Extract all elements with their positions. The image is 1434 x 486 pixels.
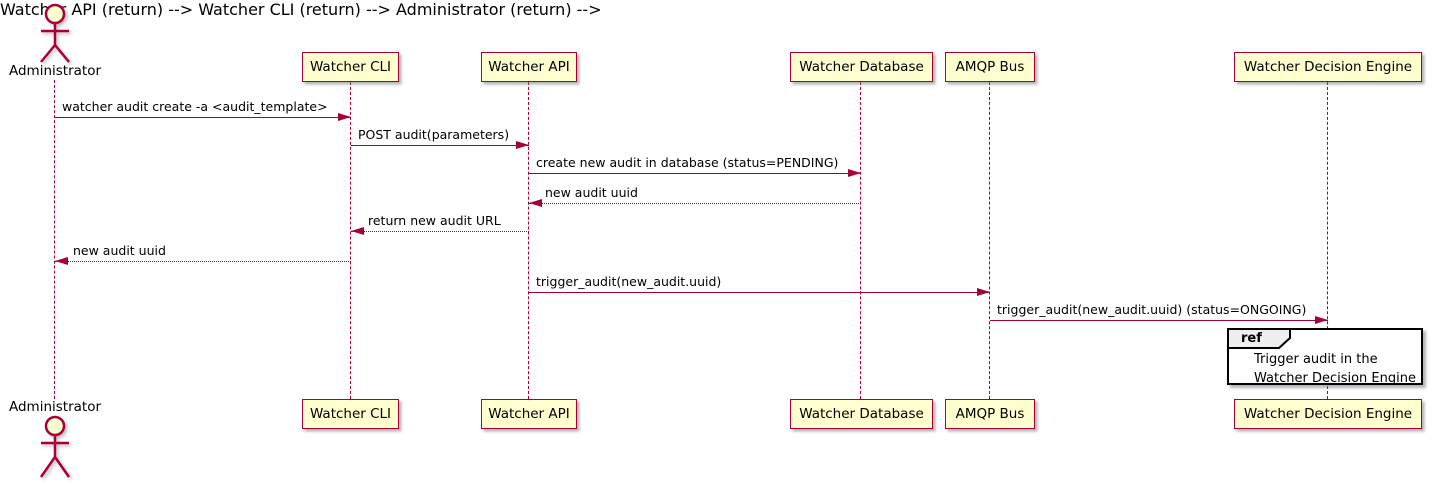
participant-label: Watcher Database: [799, 59, 924, 75]
message-3-arrowhead-icon: [848, 169, 861, 177]
message-2-label: POST audit(parameters): [358, 127, 510, 142]
ref-fragment: ref Trigger audit in the Watcher Decisio…: [1227, 328, 1423, 388]
participant-watcher-api-top: Watcher API: [481, 52, 577, 82]
participant-label: Watcher API: [488, 406, 570, 422]
administrator-label-bottom: Administrator: [8, 399, 102, 415]
ref-text: Trigger audit in the Watcher Decision En…: [1254, 350, 1416, 388]
participant-label: Watcher CLI: [309, 59, 392, 75]
message-4-line: [529, 203, 861, 204]
message-5-line: [351, 231, 529, 232]
message-7-label: trigger_audit(new_audit.uuid): [536, 274, 722, 289]
message-4-arrowhead-icon: [529, 199, 542, 207]
participant-label: Watcher Decision Engine: [1243, 406, 1413, 422]
lifeline-amqp-bus: [989, 82, 990, 399]
message-2-line: [351, 145, 529, 146]
lifeline-administrator: [54, 80, 55, 399]
message-7-arrowhead-icon: [977, 288, 990, 296]
message-8-arrowhead-icon: [1315, 316, 1328, 324]
participant-label: Watcher API: [488, 59, 570, 75]
participant-amqp-bus-top: AMQP Bus: [945, 52, 1035, 82]
lifeline-watcher-api: [528, 82, 529, 399]
message-8-label: trigger_audit(new_audit.uuid) (status=ON…: [997, 302, 1307, 317]
participant-amqp-bus-bottom: AMQP Bus: [945, 399, 1035, 429]
participant-watcher-decision-engine-bottom: Watcher Decision Engine: [1234, 399, 1422, 429]
ref-text-line-2: Watcher Decision Engine: [1254, 371, 1416, 386]
message-8-line: [990, 320, 1328, 321]
message-6-arrowhead-icon: [55, 257, 68, 265]
participant-label: Watcher CLI: [309, 406, 392, 422]
lifeline-watcher-decision-engine: [1327, 82, 1328, 399]
participant-label: AMQP Bus: [955, 406, 1025, 422]
participant-watcher-database-top: Watcher Database: [790, 52, 933, 82]
administrator-actor-icon-bottom: [39, 415, 71, 478]
message-5-label: return new audit URL: [368, 213, 501, 228]
participant-watcher-cli-bottom: Watcher CLI: [302, 399, 399, 429]
message-1-line: [55, 117, 351, 118]
ref-tab-icon: [1227, 328, 1291, 349]
message-7-line: [529, 292, 990, 293]
message-4-label: new audit uuid: [545, 185, 638, 200]
message-2-arrowhead-icon: [516, 141, 529, 149]
message-6-label: new audit uuid: [73, 243, 166, 258]
message-1-label: watcher audit create -a <audit_template>: [62, 99, 328, 114]
participant-watcher-database-bottom: Watcher Database: [790, 399, 933, 429]
ref-keyword: ref: [1241, 331, 1262, 346]
message-1-arrowhead-icon: [338, 113, 351, 121]
message-5-arrowhead-icon: [351, 227, 364, 235]
participant-label: AMQP Bus: [955, 59, 1025, 75]
administrator-actor-icon: [40, 3, 70, 63]
participant-watcher-decision-engine-top: Watcher Decision Engine: [1234, 52, 1422, 82]
ref-text-line-1: Trigger audit in the: [1254, 352, 1378, 367]
lifeline-watcher-database: [860, 82, 861, 399]
participant-watcher-cli-top: Watcher CLI: [302, 52, 399, 82]
participant-label: Watcher Database: [799, 406, 924, 422]
participant-watcher-api-bottom: Watcher API: [481, 399, 577, 429]
message-6-line: [55, 261, 351, 262]
message-3-line: [529, 173, 861, 174]
lifeline-watcher-cli: [350, 82, 351, 399]
participant-label: Watcher Decision Engine: [1243, 59, 1413, 75]
message-3-label: create new audit in database (status=PEN…: [536, 155, 839, 170]
administrator-label-top: Administrator: [8, 63, 102, 79]
